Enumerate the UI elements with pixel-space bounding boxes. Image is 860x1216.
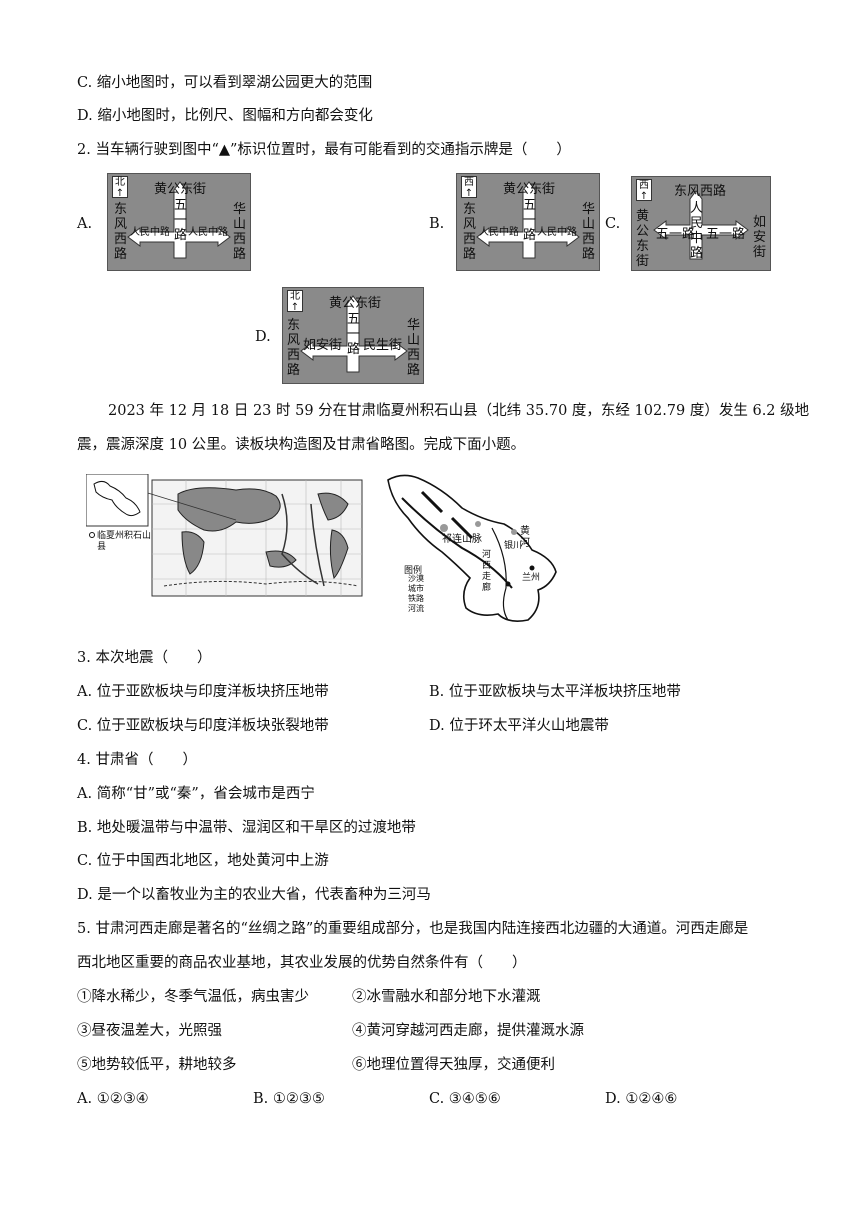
sign-d-arrows <box>300 295 408 373</box>
sign-b-west-icon: 西↑ <box>461 176 477 199</box>
q5-statement-5: ⑤地势较低平，耕地较多 <box>77 1057 237 1073</box>
sign-c-arrows <box>653 190 749 260</box>
q5-option-b[interactable]: B. ①②③⑤ <box>253 1091 325 1107</box>
sign-a[interactable]: 北↑ 黄公东街 东风西路 华山西路 五一路 人民中路 人民中路 <box>107 173 251 271</box>
intro-line-1: 2023 年 12 月 18 日 23 时 59 分在甘肃临夏州积石山县（北纬 … <box>108 403 810 419</box>
sign-b-right: 华山西路 <box>581 202 595 262</box>
map-location-label: 临夏州积石山县 <box>97 531 152 552</box>
sign-d-left-arm: 如安街 <box>303 338 343 353</box>
sign-c[interactable]: 西↑ 东风西路 黄公东街 如安街 人民中路 五一路 五一路 <box>631 176 771 271</box>
legend-river: 河流 <box>408 604 424 613</box>
sign-a-arrows <box>127 181 231 259</box>
sign-c-top: 东风西路 <box>674 184 727 199</box>
q3-option-d[interactable]: D. 位于环太平洋火山地震带 <box>429 718 609 734</box>
sign-d-right: 华山西路 <box>406 318 420 378</box>
sign-d[interactable]: 北↑ 黄公东街 东风西路 华山西路 五一路 如安街 民生街 <box>282 287 424 384</box>
q2-stem: 2. 当车辆行驶到图中“▲”标识位置时，最有可能看到的交通指示牌是（ ） <box>77 142 571 158</box>
q5-statement-1: ①降水稀少，冬季气温低，病虫害少 <box>77 989 309 1005</box>
q1-option-c: C. 缩小地图时，可以看到翠湖公园更大的范围 <box>77 75 373 91</box>
sign-b-arrows <box>476 181 580 259</box>
sign-d-right-arm: 民生街 <box>363 338 403 353</box>
sign-a-center: 五一路 <box>173 198 187 243</box>
sign-b-right-arm: 人民中路 <box>537 227 577 238</box>
sign-b-left: 东风西路 <box>462 202 476 262</box>
q2-option-b-label: B. <box>429 216 445 232</box>
yellow-river-label: 黄河 <box>520 526 530 549</box>
sign-a-top: 黄公东街 <box>154 182 207 197</box>
q1-option-d: D. 缩小地图时，比例尺、图幅和方向都会变化 <box>77 108 373 124</box>
sign-b-center: 五一路 <box>522 198 536 243</box>
q2-option-c-label: C. <box>605 216 621 232</box>
q5-statement-2: ②冰雪融水和部分地下水灌溉 <box>352 989 541 1005</box>
sign-c-west-icon: 西↑ <box>636 179 652 202</box>
sign-c-right: 如安街 <box>752 215 766 260</box>
sign-d-top: 黄公东街 <box>329 296 382 311</box>
q5-statement-4: ④黄河穿越河西走廊，提供灌溉水源 <box>352 1023 584 1039</box>
sign-d-center: 五一路 <box>346 312 360 357</box>
q5-stem-line-1: 5. 甘肃河西走廊是著名的“丝绸之路”的重要组成部分，也是我国内陆连接西北边疆的… <box>77 921 749 937</box>
sign-d-left: 东风西路 <box>286 318 300 378</box>
q2-option-d-label: D. <box>255 329 271 345</box>
q3-option-c[interactable]: C. 位于亚欧板块与印度洋板块张裂地带 <box>77 718 329 734</box>
q5-statement-6: ⑥地理位置得天独厚，交通便利 <box>352 1057 555 1073</box>
sign-a-left-arm: 人民中路 <box>130 227 170 238</box>
sign-a-left: 东风西路 <box>113 202 127 262</box>
q5-option-a[interactable]: A. ①②③④ <box>77 1091 149 1107</box>
plate-tectonics-map: 临夏州积石山县 <box>85 473 364 598</box>
plate-map-drawing <box>85 473 363 597</box>
q4-option-c[interactable]: C. 位于中国西北地区，地处黄河中上游 <box>77 853 329 869</box>
legend-desert: 沙漠 <box>408 574 424 583</box>
gansu-map-drawing <box>387 474 557 622</box>
lanzhou-label: 兰州 <box>522 573 541 583</box>
q5-statement-3: ③昼夜温差大，光照强 <box>77 1023 222 1039</box>
q3-stem: 3. 本次地震（ ） <box>77 650 212 666</box>
q4-stem: 4. 甘肃省（ ） <box>77 752 197 768</box>
sign-b-top: 黄公东街 <box>503 182 556 197</box>
intro-line-2: 震，震源深度 10 公里。读板块构造图及甘肃省略图。完成下面小题。 <box>77 437 526 453</box>
sign-c-left: 黄公东街 <box>635 209 649 269</box>
sign-a-right-arm: 人民中路 <box>188 227 228 238</box>
sign-c-right-arm: 五一路 <box>706 227 746 242</box>
sign-c-center: 人民中路 <box>689 201 703 261</box>
legend-city: 城市 <box>408 584 424 593</box>
sign-d-north-icon: 北↑ <box>287 290 303 313</box>
sign-a-right: 华山西路 <box>232 202 246 262</box>
gansu-map: 黄河 银川 兰州 祁连山脉 河西走廊 图例 沙漠 城市 铁路 河流 <box>382 468 562 626</box>
q4-option-a[interactable]: A. 简称“甘”或“秦”，省会城市是西宁 <box>77 786 315 802</box>
qilian-mountains-label: 祁连山脉 <box>442 534 482 545</box>
q3-option-a[interactable]: A. 位于亚欧板块与印度洋板块挤压地带 <box>77 684 329 700</box>
q5-option-c[interactable]: C. ③④⑤⑥ <box>429 1091 501 1107</box>
hexi-corridor-label: 河西走廊 <box>482 550 492 593</box>
q2-option-a-label: A. <box>77 216 93 232</box>
sign-c-left-arm: 五一路 <box>656 227 696 242</box>
q3-option-b[interactable]: B. 位于亚欧板块与太平洋板块挤压地带 <box>429 684 681 700</box>
legend-railway: 铁路 <box>408 594 424 603</box>
legend-title: 图例 <box>404 566 423 576</box>
q4-option-d[interactable]: D. 是一个以畜牧业为主的农业大省，代表畜种为三河马 <box>77 887 431 903</box>
q5-option-d[interactable]: D. ①②④⑥ <box>605 1091 678 1107</box>
sign-b-left-arm: 人民中路 <box>479 227 519 238</box>
q5-stem-line-2: 西北地区重要的商品农业基地，其农业发展的优势自然条件有（ ） <box>77 955 527 971</box>
yinchuan-label: 银川 <box>504 541 523 551</box>
sign-a-north-icon: 北↑ <box>112 176 128 199</box>
q4-option-b[interactable]: B. 地处暖温带与中温带、湿润区和干旱区的过渡地带 <box>77 820 416 836</box>
sign-b[interactable]: 西↑ 黄公东街 东风西路 华山西路 五一路 人民中路 人民中路 <box>456 173 600 271</box>
